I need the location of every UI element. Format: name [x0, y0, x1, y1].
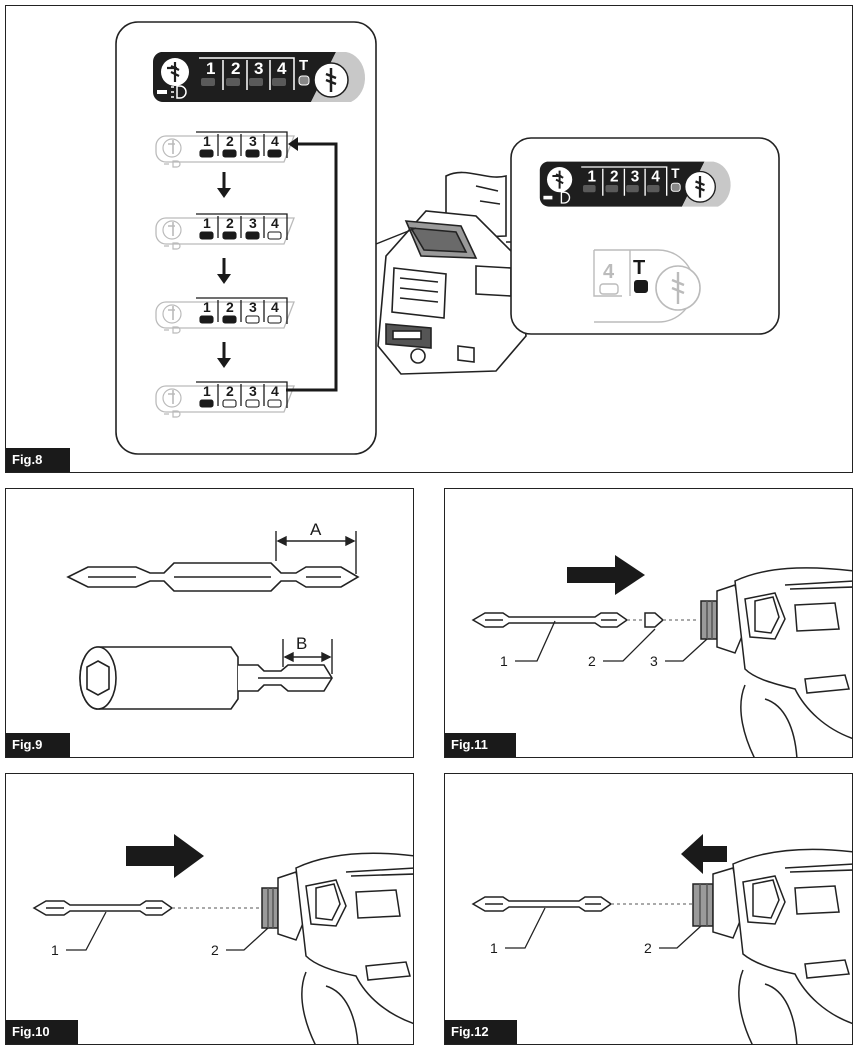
figure-label: Fig.10	[6, 1020, 78, 1044]
direction-arrow-left	[681, 834, 727, 874]
figure-12: 1 2 Fig.12	[444, 773, 853, 1045]
sequence-digit-3: 3	[249, 383, 257, 399]
callout-2: 2	[588, 653, 596, 669]
panel-digit-2: 2	[231, 59, 240, 78]
dimension-b-label: B	[296, 634, 307, 653]
led-on	[267, 149, 282, 158]
return-arrow	[286, 142, 338, 392]
sequence-digit-4: 4	[271, 383, 279, 399]
sequence-digit-2: 2	[226, 383, 234, 399]
svg-text:3: 3	[631, 168, 640, 185]
figure-label: Fig.12	[445, 1020, 517, 1044]
led-off	[222, 399, 237, 408]
led-4	[272, 78, 286, 86]
sequence-digit-1: 1	[203, 133, 211, 149]
sequence-digit-4: 4	[271, 133, 279, 149]
panel-digit-1: 1	[206, 59, 215, 78]
impact-driver-front	[700, 567, 852, 757]
t-mode-detail: 4 T	[593, 249, 701, 323]
figure-label: Fig.9	[6, 733, 71, 757]
fig10-drawing: 1 2	[32, 834, 413, 1044]
bit	[32, 900, 174, 916]
panel-t-label: T	[299, 57, 308, 74]
impact-driver-front	[692, 848, 852, 1044]
led-off	[245, 399, 260, 408]
tool-mode-icon	[161, 58, 189, 86]
sequence-digit-1: 1	[203, 299, 211, 315]
led-off	[267, 315, 282, 324]
bit	[471, 896, 613, 912]
led-on	[199, 149, 214, 158]
dimension-b	[282, 639, 333, 674]
sequence-digit-1: 1	[203, 215, 211, 231]
figure-label: Fig.11	[445, 733, 516, 757]
sequence-digit-2: 2	[226, 215, 234, 231]
sequence-digit-4: 4	[271, 215, 279, 231]
tool-body	[377, 171, 527, 375]
direction-arrow-right	[126, 834, 204, 878]
callout-2: 2	[644, 940, 652, 956]
zoom-t-label: T	[633, 257, 645, 279]
led-off	[267, 231, 282, 240]
led-off	[267, 399, 282, 408]
panel-digit-3: 3	[254, 59, 263, 78]
led-1	[201, 78, 215, 86]
led-on	[245, 149, 260, 158]
callout-1: 1	[51, 942, 59, 958]
sequence-arrows	[217, 172, 231, 368]
fig12-drawing: 1 2	[471, 834, 852, 1044]
led-on	[199, 231, 214, 240]
dimension-a-label: A	[310, 520, 322, 539]
sequence-digit-2: 2	[226, 299, 234, 315]
callout-2: 2	[211, 942, 219, 958]
callout-1: 1	[490, 940, 498, 956]
sequence-digit-3: 3	[249, 133, 257, 149]
zoom-digit-4: 4	[603, 261, 615, 283]
figure-9: A B Fig.9	[5, 488, 414, 758]
svg-text:4: 4	[651, 168, 660, 185]
impact-driver-front	[261, 852, 413, 1044]
fig9-drawing: A B	[66, 520, 360, 710]
svg-text:T: T	[671, 166, 680, 181]
switch-panel-zoom: 1 2 3 4 T	[539, 161, 731, 207]
callout-1: 1	[500, 653, 508, 669]
led-on	[199, 315, 214, 324]
svg-text:1: 1	[588, 168, 597, 185]
led-3	[249, 78, 263, 86]
double-ended-bit	[66, 562, 360, 592]
callout-3: 3	[650, 653, 658, 669]
bit-adapter	[644, 612, 665, 628]
panel-digit-4: 4	[277, 59, 287, 78]
figure-label: Fig.8	[6, 448, 71, 472]
led-on	[222, 315, 237, 324]
direction-arrow-right	[567, 555, 645, 595]
sequence-digit-4: 4	[271, 299, 279, 315]
figure-11: 1 2 3 Fig.11	[444, 488, 853, 758]
sequence-digit-3: 3	[249, 215, 257, 231]
bit	[471, 612, 629, 628]
led-on	[245, 231, 260, 240]
sequence-digit-2: 2	[226, 133, 234, 149]
sequence-digit-3: 3	[249, 299, 257, 315]
led-on	[222, 149, 237, 158]
switch-panel-large: 1 2 3 4 T	[152, 52, 366, 102]
figure-10: 1 2 Fig.10	[5, 773, 414, 1045]
fig11-drawing: 1 2 3	[471, 555, 852, 757]
light-icon	[157, 85, 187, 99]
socket-bit	[79, 646, 333, 710]
svg-text:2: 2	[610, 168, 619, 185]
sequence-digit-1: 1	[203, 383, 211, 399]
led-on	[222, 231, 237, 240]
led-2	[226, 78, 240, 86]
led-on	[199, 399, 214, 408]
dimension-a	[275, 531, 357, 574]
led-off	[245, 315, 260, 324]
